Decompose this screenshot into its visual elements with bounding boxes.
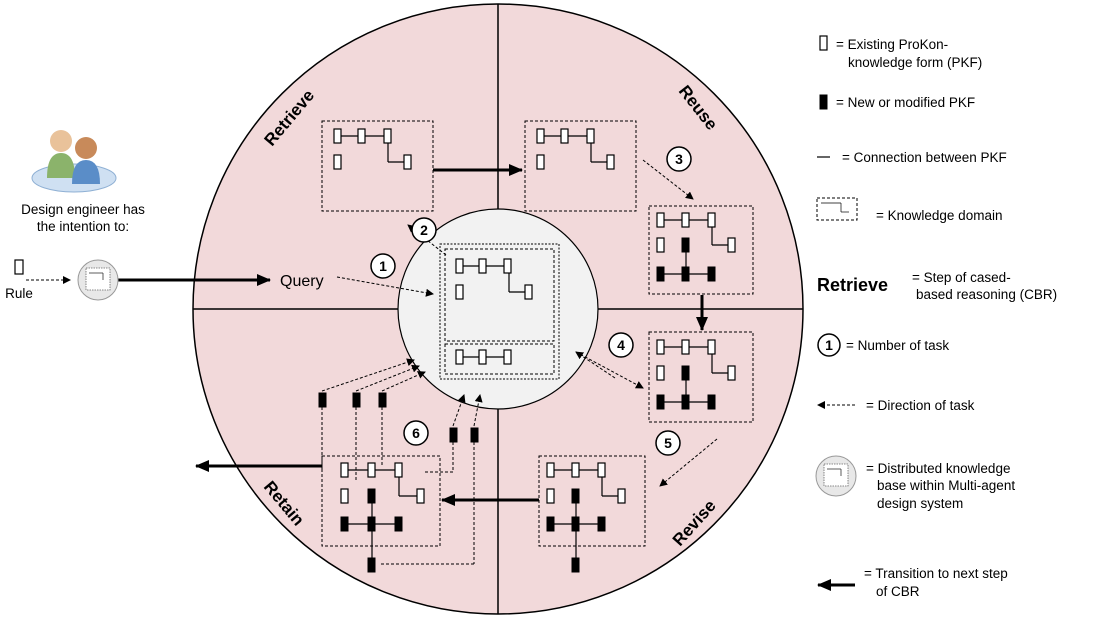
legend-new-pkf: = New or modified PKF (836, 95, 975, 110)
task-number-5: 5 (664, 435, 672, 451)
query-label: Query (280, 273, 324, 290)
task-number-6: 6 (412, 425, 420, 441)
legend: = Existing ProKon- knowledge form (PKF) … (816, 36, 1057, 599)
legend-number: = Number of task (846, 338, 949, 353)
legend-direction: = Direction of task (866, 398, 975, 413)
legend-step-sample: Retrieve (817, 275, 888, 295)
legend-transition-line2: of CBR (876, 584, 920, 599)
legend-new-pkf-icon (820, 95, 827, 109)
legend-step-line1: = Step of cased- (912, 270, 1011, 285)
rule-pkf-icon (15, 260, 23, 274)
cbr-cycle (193, 4, 803, 614)
legend-kb-line1: = Distributed knowledge (866, 461, 1010, 476)
task-number-2: 2 (420, 222, 428, 238)
legend-pkf-line2: knowledge form (PKF) (848, 55, 982, 70)
legend-domain: = Knowledge domain (876, 208, 1002, 223)
legend-domain-icon (817, 198, 857, 220)
actor-label-line2: the intention to: (37, 219, 129, 234)
rule-label: Rule (5, 286, 33, 301)
legend-number-sample: 1 (825, 337, 833, 353)
legend-connection: = Connection between PKF (842, 150, 1007, 165)
knowledge-base-icon (78, 260, 118, 300)
legend-kb-line3: design system (877, 496, 963, 511)
legend-kb-line2: base within Multi-agent (877, 478, 1015, 493)
legend-pkf-line1: = Existing ProKon- (836, 37, 948, 52)
person-icon (32, 130, 116, 192)
legend-pkf-icon (820, 36, 827, 50)
actor-label-line1: Design engineer has (21, 202, 145, 217)
task-number-4: 4 (617, 337, 625, 353)
legend-knowledge-base-icon (816, 456, 856, 496)
legend-step-line2: based reasoning (CBR) (916, 287, 1057, 302)
legend-transition-line1: = Transition to next step (864, 566, 1008, 581)
task-number-3: 3 (675, 151, 683, 167)
task-number-1: 1 (379, 258, 387, 274)
